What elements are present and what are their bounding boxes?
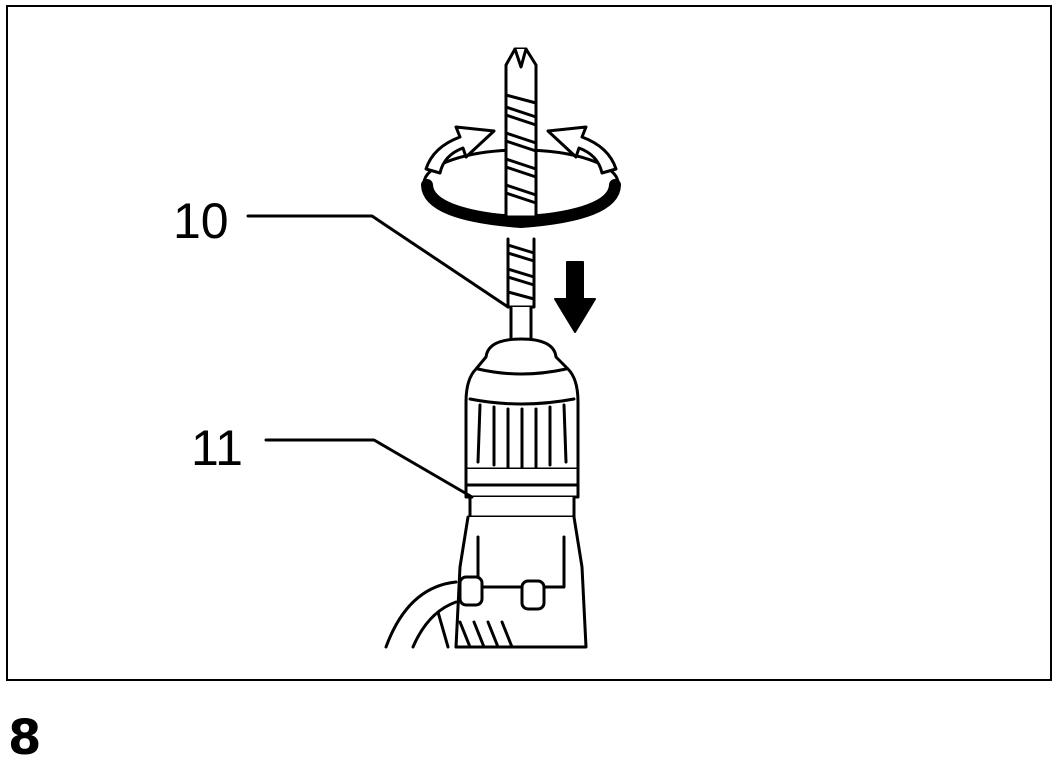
drill-chuck: [464, 337, 580, 519]
drill-illustration: [246, 47, 621, 649]
insert-arrow-icon: [554, 261, 596, 333]
rotation-arrow-right-icon: [546, 125, 618, 175]
illustration-frame: 10 11: [6, 5, 1052, 681]
figure-number: 8: [8, 710, 42, 766]
drill-body: [384, 515, 588, 649]
callout-10-drill-bit: 10: [173, 193, 229, 249]
leader-line-11: [264, 438, 474, 499]
leader-line-10: [246, 214, 510, 309]
drill-bit: [504, 47, 538, 347]
callout-11-chuck: 11: [191, 420, 243, 476]
rotation-arrow-left-icon: [424, 125, 496, 175]
